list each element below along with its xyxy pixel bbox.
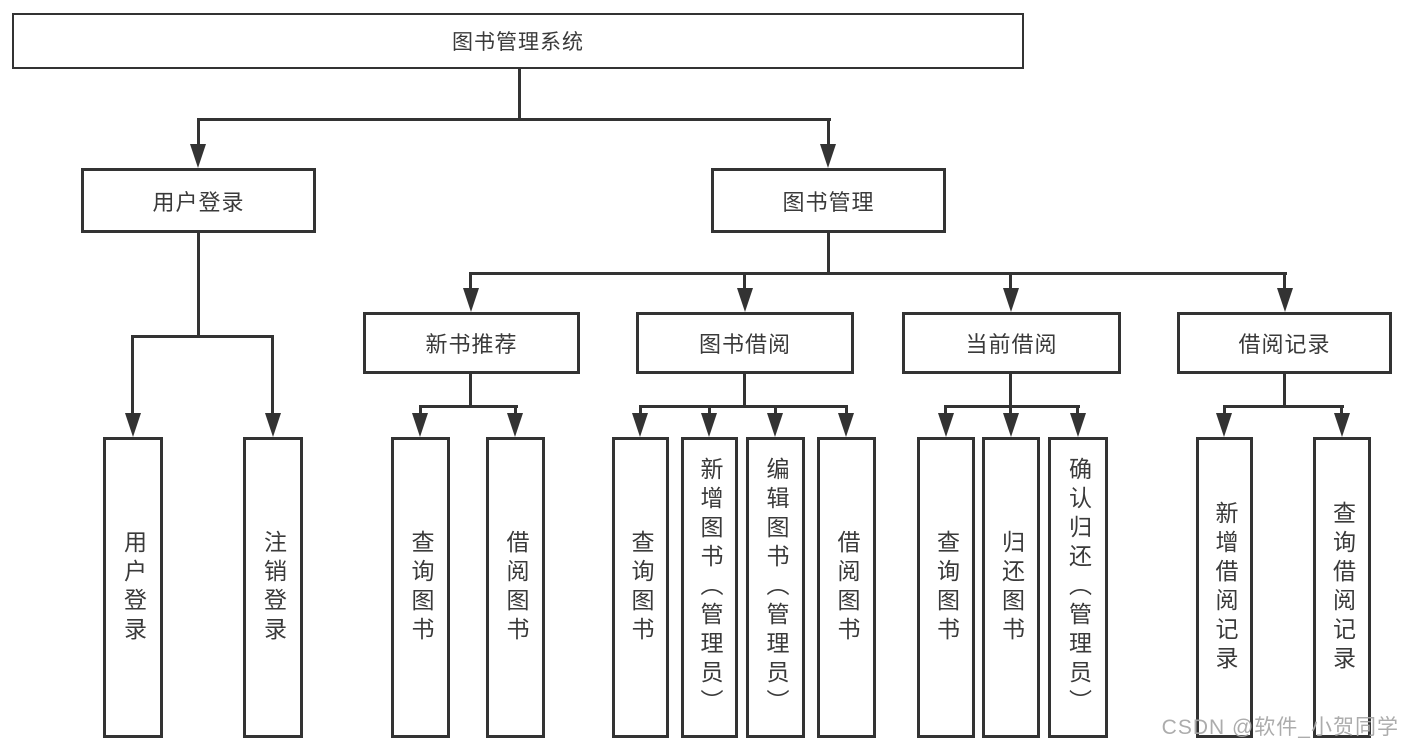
leaf-br-query-record-label: 查询借阅记录 [1329,500,1356,675]
node-book-borrow: 图书借阅 [636,312,854,374]
leaf-bb-query-books: 查询图书 [612,437,669,738]
connector-line [469,272,472,290]
connector-line [1340,405,1343,415]
connector-line [131,335,134,415]
node-current-borrow: 当前借阅 [902,312,1121,374]
arrowhead-down [190,144,206,168]
leaf-nb-query-books-label: 查询图书 [408,529,434,646]
connector-line [1283,272,1286,290]
connector-line [1009,374,1012,407]
leaf-bb-edit-books-label: 编辑图书（管理员） [763,457,789,718]
leaf-cb-confirm-return: 确认归还（管理员） [1048,437,1108,738]
arrowhead-down [838,413,854,437]
node-root: 图书管理系统 [12,13,1024,69]
leaf-bb-borrow-books: 借阅图书 [817,437,876,738]
arrowhead-down [507,413,523,437]
connector-line [708,405,711,415]
arrowhead-down [463,288,479,312]
connector-line [131,335,274,338]
leaf-nb-borrow-books: 借阅图书 [486,437,545,738]
node-user-login: 用户登录 [81,168,316,233]
connector-line [774,405,777,415]
arrowhead-down [125,413,141,437]
arrowhead-down [767,413,783,437]
arrowhead-down [1003,413,1019,437]
connector-line [197,233,200,335]
leaf-cb-confirm-return-label: 确认归还（管理员） [1065,457,1092,718]
connector-line [827,233,830,274]
connector-line [743,272,746,290]
connector-line [1076,405,1079,415]
csdn-watermark: CSDN @软件_小贺同学 [1161,716,1399,739]
leaf-cb-query-books-label: 查询图书 [933,529,960,646]
leaf-bb-add-books: 新增图书（管理员） [681,437,738,738]
arrowhead-down [1216,413,1232,437]
leaf-user-login: 用户登录 [103,437,163,738]
arrowhead-down [265,413,281,437]
leaf-nb-query-books: 查询图书 [391,437,450,738]
node-new-book-recommend: 新书推荐 [363,312,580,374]
connector-line [827,118,830,146]
arrowhead-down [632,413,648,437]
leaf-bb-add-books-label: 新增图书（管理员） [697,457,723,718]
connector-line [1283,374,1286,407]
leaf-logout: 注销登录 [243,437,303,738]
node-book-mgmt: 图书管理 [711,168,946,233]
connector-line [1009,405,1012,415]
leaf-bb-query-books-label: 查询图书 [628,529,654,646]
leaf-nb-borrow-books-label: 借阅图书 [503,529,529,646]
connector-line [639,405,848,408]
arrowhead-down [1277,288,1293,312]
connector-line [469,272,1287,275]
leaf-br-add-record-label: 新增借阅记录 [1212,500,1238,675]
leaf-cb-return-books: 归还图书 [982,437,1040,738]
connector-line [944,405,1080,408]
node-borrow-records: 借阅记录 [1177,312,1392,374]
connector-line [1223,405,1226,415]
connector-line [518,69,521,121]
connector-line [197,118,831,121]
connector-line [419,405,518,408]
leaf-cb-return-books-label: 归还图书 [998,529,1025,646]
connector-line [1223,405,1344,408]
connector-line [469,374,472,407]
arrowhead-down [737,288,753,312]
arrowhead-down [1334,413,1350,437]
leaf-br-query-record: 查询借阅记录 [1313,437,1371,738]
arrowhead-down [701,413,717,437]
arrowhead-down [1070,413,1086,437]
connector-line [743,374,746,407]
leaf-bb-borrow-books-label: 借阅图书 [834,529,860,646]
connector-line [639,405,642,415]
arrowhead-down [1003,288,1019,312]
connector-line [197,118,200,146]
connector-line [944,405,947,415]
connector-line [514,405,517,415]
leaf-bb-edit-books: 编辑图书（管理员） [746,437,805,738]
leaf-br-add-record: 新增借阅记录 [1196,437,1253,738]
leaf-cb-query-books: 查询图书 [917,437,975,738]
connector-line [271,335,274,415]
arrowhead-down [412,413,428,437]
connector-line [419,405,422,415]
leaf-logout-label: 注销登录 [260,529,287,646]
arrowhead-down [820,144,836,168]
connector-line [1009,272,1012,290]
leaf-user-login-label: 用户登录 [120,529,147,646]
arrowhead-down [938,413,954,437]
connector-line [845,405,848,415]
